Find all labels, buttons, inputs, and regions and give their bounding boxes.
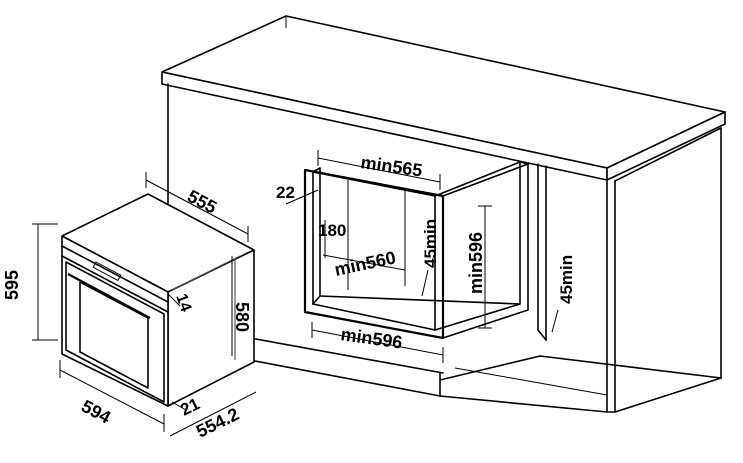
cabinet-dimensions bbox=[285, 150, 559, 363]
dim-180: 180 bbox=[318, 221, 346, 240]
niche-opening bbox=[303, 161, 529, 340]
dim-595: 595 bbox=[2, 270, 22, 300]
dim-45min-inner: 45min bbox=[421, 219, 440, 268]
dim-min560: min560 bbox=[333, 247, 398, 279]
dim-22: 22 bbox=[276, 183, 295, 202]
dim-45min-right: 45min bbox=[557, 255, 576, 304]
dim-555: 555 bbox=[184, 186, 220, 218]
dim-14: 14 bbox=[172, 292, 194, 315]
dim-580: 580 bbox=[232, 302, 252, 332]
side-panel bbox=[537, 163, 547, 341]
dim-min565: min565 bbox=[359, 152, 423, 180]
dim-min596-vertical: min596 bbox=[466, 232, 486, 294]
cabinet-front bbox=[167, 83, 722, 413]
oven-dimensions bbox=[32, 172, 257, 437]
oven bbox=[61, 193, 255, 407]
cabinet: min565 22 180 min560 45min min596 min596… bbox=[161, 15, 726, 413]
countertop bbox=[161, 15, 726, 181]
dim-594: 594 bbox=[78, 396, 114, 428]
